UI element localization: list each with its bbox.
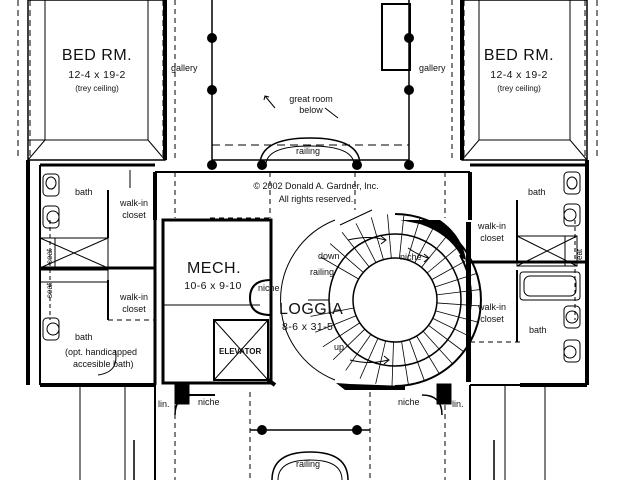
walkin-left-bottom-line2: closet	[122, 304, 146, 314]
walkin-right-top-line2: closet	[480, 233, 504, 243]
gallery-right-label: gallery	[419, 63, 446, 73]
linen-left-label: lin.	[158, 399, 170, 409]
bedroom-left-size: 12-4 x 19-2	[68, 69, 126, 81]
stair-tread	[421, 232, 450, 268]
walkin-right-bottom-line2: closet	[480, 314, 504, 324]
bath-right-top-label: bath	[528, 187, 546, 197]
railing-top	[259, 137, 361, 166]
niche-bottom-left-label: niche	[198, 397, 220, 407]
stair-tread	[416, 335, 440, 374]
bath-left-top-label: bath	[75, 187, 93, 197]
stair-tread	[332, 328, 366, 361]
stair-tread	[435, 310, 479, 323]
linen-right-label: lin.	[452, 399, 464, 409]
stair-tread	[406, 217, 421, 260]
bedroom-right-note: (trey ceiling)	[497, 84, 541, 93]
niche-stair-label: niche	[400, 252, 422, 262]
seat-left-bottom-label: seat	[45, 282, 54, 298]
niche-mech-label: niche	[258, 283, 280, 293]
stair-tread	[408, 339, 425, 381]
stair-tread	[428, 324, 464, 353]
elevator-label: ELEVATOR	[219, 347, 262, 356]
rights-text: All rights reserved.	[278, 194, 354, 204]
bath-left-note-line1: (opt. handicapped	[65, 347, 138, 357]
stair-treads	[310, 214, 481, 386]
gallery-left-label: gallery	[171, 63, 198, 73]
stair-tread	[401, 341, 409, 386]
seat-right-top-label: seat	[575, 248, 584, 264]
stair-tread	[398, 214, 405, 259]
bedroom-left-note: (trey ceiling)	[75, 84, 119, 93]
exterior-walls	[17, 0, 598, 480]
stair-up-label: up	[334, 342, 345, 352]
stair-tread	[431, 257, 471, 280]
bath-right-bottom-label: bath	[529, 325, 547, 335]
railing-top-label: railing	[296, 146, 321, 156]
right-wing-walls	[470, 160, 589, 387]
stair-tread	[436, 289, 481, 296]
railing-bottom-label: railing	[296, 459, 321, 469]
seat-left-top-label: seat	[45, 248, 54, 264]
stair-tread	[391, 341, 394, 386]
gallery-area	[163, 0, 464, 165]
stair-tread	[426, 244, 462, 274]
mech-room-size: 10-6 x 9-10	[184, 280, 242, 292]
stair-tread	[315, 315, 357, 333]
walkin-left-bottom-line1: walk-in	[119, 292, 149, 302]
walkin-right-bottom-line1: walk-in	[477, 302, 507, 312]
bath-left-note-line2: accesible bath)	[73, 359, 134, 369]
stair-tread	[375, 340, 386, 384]
niche-bottom-right-label: niche	[398, 397, 420, 407]
gallery-columns	[207, 33, 414, 170]
great-room-arrows	[263, 95, 339, 119]
stair-walls	[336, 220, 471, 390]
bedroom-right-name: BED RM.	[483, 47, 555, 64]
great-room-label: great room	[289, 94, 333, 104]
stair-tread	[432, 318, 473, 339]
stair-down-label: down	[318, 251, 340, 261]
stair-tread	[322, 322, 360, 348]
stair-tread	[387, 214, 392, 259]
stair-tread	[359, 338, 379, 379]
stair-tread	[341, 231, 370, 268]
mech-room-name: MECH.	[186, 260, 242, 277]
bedroom-left-name: BED RM.	[61, 47, 133, 64]
stair-tread	[329, 243, 364, 273]
great-room-below-label: below	[299, 105, 323, 115]
walkin-left-top-line2: closet	[122, 210, 146, 220]
stair-tread	[355, 223, 377, 263]
stair-arrows	[347, 235, 430, 365]
stair-tread	[310, 307, 354, 317]
bedroom-right-size: 12-4 x 19-2	[490, 69, 548, 81]
bath-left-bottom-label: bath	[75, 332, 93, 342]
stair-railing-label: railing	[310, 267, 335, 277]
stair-tread	[320, 256, 359, 280]
walkin-left-top-line1: walk-in	[119, 198, 149, 208]
left-wing-walls	[26, 160, 157, 387]
stair-tread	[414, 223, 436, 264]
stair-tread	[345, 334, 372, 371]
stair-tread	[422, 330, 453, 365]
loggia-size: 8-6 x 31-5	[282, 321, 334, 333]
lower-columns	[174, 383, 452, 435]
walkin-right-top-line1: walk-in	[477, 221, 507, 231]
copyright-text: © 2002 Donald A. Gardner, Inc.	[253, 181, 379, 191]
loggia-name: LOGGIA	[279, 301, 344, 318]
stair-tread	[436, 302, 481, 307]
mech-room-walls	[161, 218, 277, 387]
